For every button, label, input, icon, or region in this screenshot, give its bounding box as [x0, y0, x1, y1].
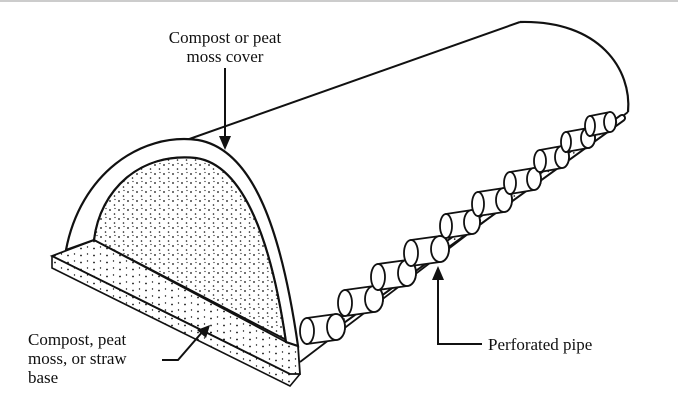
- base-label: Compost, peat moss, or straw base: [28, 330, 127, 387]
- back-arc: [519, 20, 630, 113]
- pipe-leader: [432, 266, 482, 345]
- cover-label-line1: Compost or peat: [168, 28, 282, 47]
- cover-leader: [219, 68, 231, 150]
- base-label-line2: moss, or straw: [28, 349, 127, 368]
- pipe-label: Perforated pipe: [488, 335, 593, 354]
- cover-label-line2: moss cover: [186, 47, 264, 66]
- base-label-line1: Compost, peat: [28, 330, 127, 349]
- base-leader: [162, 325, 210, 361]
- cover-label: Compost or peat moss cover: [140, 28, 310, 66]
- perforated-pipe: [299, 111, 626, 346]
- base-label-line3: base: [28, 368, 59, 387]
- compost-core: [93, 156, 288, 344]
- ridge-line: [177, 21, 521, 144]
